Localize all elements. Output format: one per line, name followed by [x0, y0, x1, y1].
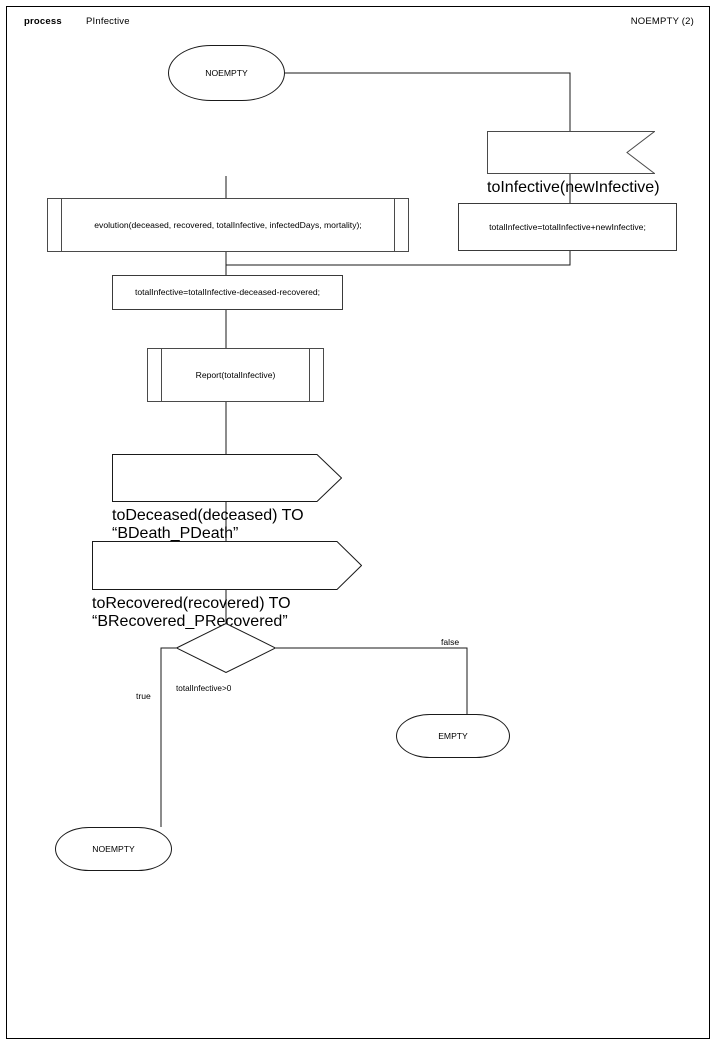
- send-message-to-infective-label: toInfective(newInfective): [487, 179, 660, 196]
- send-message-to-infective[interactable]: toInfective(newInfective): [487, 131, 660, 196]
- decision-label: totalInfective>0: [176, 684, 232, 693]
- process-total-infective-add[interactable]: totalInfective=totalInfective+newInfecti…: [458, 203, 677, 251]
- predefined-process-report-label: Report(totalInfective): [195, 369, 276, 380]
- decision-total-infective-positive[interactable]: totalInfective>0: [175, 622, 277, 693]
- process-total-infective-sub[interactable]: totalInfective=totalInfective-deceased-r…: [112, 275, 343, 310]
- predefined-process-report[interactable]: Report(totalInfective): [147, 348, 324, 402]
- predefined-process-evolution-label: evolution(deceased, recovered, totalInfe…: [94, 219, 362, 230]
- terminal-start-noempty-label: NOEMPTY: [205, 67, 248, 78]
- wire-decision-false-to-empty: [276, 647, 468, 714]
- send-message-to-recovered-label: toRecovered(recovered) TO “BRecovered_PR…: [92, 595, 291, 630]
- predefined-bar-left: [161, 348, 162, 402]
- send-message-to-deceased-label: toDeceased(deceased) TO “BDeath_PDeath”: [112, 507, 304, 542]
- process-total-infective-sub-label: totalInfective=totalInfective-deceased-r…: [134, 287, 321, 297]
- terminal-end-noempty[interactable]: NOEMPTY: [55, 827, 172, 871]
- wire-decision-true-to-noempty: [160, 647, 176, 827]
- wire-start-to-toinfective: [285, 72, 571, 131]
- edge-label-true: true: [136, 691, 151, 701]
- predefined-process-evolution[interactable]: evolution(deceased, recovered, totalInfe…: [47, 198, 409, 252]
- edge-label-false: false: [441, 637, 460, 647]
- header-state-badge: NOEMPTY (2): [630, 16, 694, 27]
- header-process-name: PInfective: [86, 16, 130, 27]
- send-message-to-recovered[interactable]: toRecovered(recovered) TO “BRecovered_PR…: [92, 541, 363, 630]
- predefined-bar-right: [309, 348, 310, 402]
- process-total-infective-add-label: totalInfective=totalInfective+newInfecti…: [489, 221, 646, 232]
- predefined-bar-left: [61, 198, 62, 252]
- terminal-start-noempty[interactable]: NOEMPTY: [168, 45, 285, 101]
- terminal-end-empty-label: EMPTY: [438, 730, 468, 741]
- terminal-end-empty[interactable]: EMPTY: [396, 714, 510, 758]
- header-process-keyword: process: [24, 16, 62, 27]
- terminal-end-noempty-label: NOEMPTY: [92, 843, 135, 854]
- send-message-to-deceased[interactable]: toDeceased(deceased) TO “BDeath_PDeath”: [112, 454, 343, 542]
- predefined-bar-right: [394, 198, 395, 252]
